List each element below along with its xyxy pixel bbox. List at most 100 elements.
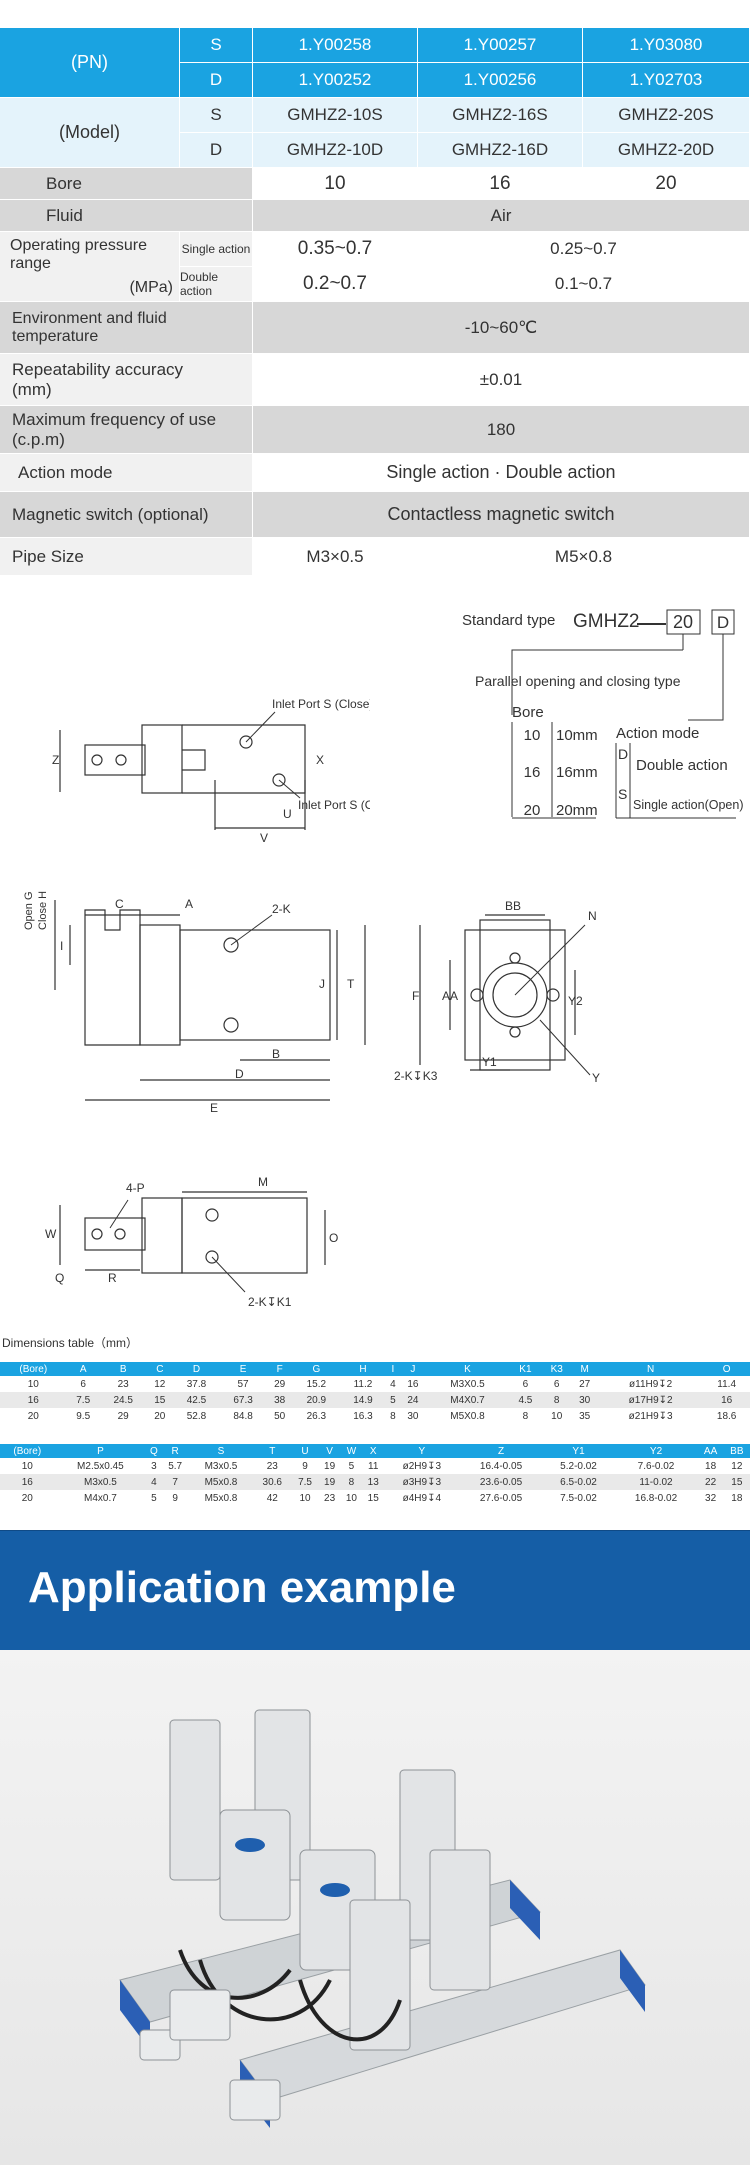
dims-cell: 38 [266,1392,294,1408]
standard-type-label: Standard type [462,612,555,629]
dims-cell: 16.8-0.02 [634,1492,678,1504]
front-hole-right [546,988,560,1002]
label-z: Z [52,753,59,767]
freq-unit: (c.p.m) [12,429,65,449]
bore-10: 10 [253,168,418,200]
dims-cell: ø4H9↧4 [402,1492,442,1504]
label-bb: BB [505,899,521,913]
dims-cell: 19 [324,1460,336,1472]
dims-cell: ø2H9↧3 [402,1460,442,1472]
dims-header-cell: W [340,1444,363,1458]
jaw-hole-2 [115,754,127,766]
dims-header-cell: N [598,1362,704,1376]
dims-title: Dimensions table（mm） [2,1336,139,1350]
env-label: Environment and fluid temperature [0,302,253,354]
dims-cell: M4X0.7 [426,1392,509,1408]
dims-cell: M3x0.5 [54,1474,147,1490]
dims-cell: 52.8 [186,1410,207,1422]
dims-header-cell: Y1 [542,1444,615,1458]
repeat-row: Repeatability accuracy (mm) ±0.01 [0,354,750,406]
dims-cell: 8 [390,1410,396,1422]
dims-cell: 20 [27,1410,39,1422]
bore-label: Bore [0,168,253,200]
action-label: Action mode [0,454,253,492]
dims-cell: 7.6-0.02 [637,1460,675,1472]
double-rest: 0.1~0.7 [418,267,750,302]
dims-cell: 15 [367,1492,379,1504]
pn-label: (PN) [0,28,180,98]
front-hole-left [470,988,484,1002]
dims-cell: 15.2 [306,1378,327,1390]
code-leaders [682,634,724,721]
k-hole-1 [223,937,239,953]
label-c: C [115,897,124,911]
pn-s-10: 1.Y00258 [253,28,418,63]
fluid-row: Fluid Air [0,200,750,232]
action-opt-s: S [618,786,627,802]
action-title: Action mode [616,725,699,742]
drawing-side-view: Open G Close H C A 2-K I J T B D E [23,891,366,1115]
dims-cell: 20.9 [293,1392,340,1408]
dims-header-cell: K3 [542,1362,572,1376]
leader-2k [230,914,273,946]
dims-cell: 9 [302,1460,308,1472]
single-action-label: Single action [180,232,253,267]
dims-cell: 7.5-0.02 [560,1492,597,1504]
model-d-10: GMHZ2-10D [253,133,418,168]
dims-header-cell: V [318,1444,341,1458]
fluid-label: Fluid [0,200,253,232]
dims-cell: 5.7 [168,1460,183,1472]
dims-cell: 30.6 [253,1474,292,1490]
label-f: F [412,989,419,1003]
pressure-unit: (MPa) [129,278,173,296]
label-r: R [108,1271,117,1285]
dims-cell: 7 [161,1474,189,1490]
dims-cell: M3X0.5 [450,1378,485,1390]
pn-d-20: 1.Y02703 [583,63,750,98]
dims-header-cell: J [399,1362,427,1376]
dims-cell: 13 [362,1474,385,1490]
dims-cell: 29 [117,1410,129,1422]
dims-header-cell: T [253,1444,292,1458]
dims-cell: 29 [274,1378,286,1390]
dims-cell: 15 [723,1474,750,1490]
label-o: O [329,1231,338,1245]
dims-cell: 9 [172,1492,178,1504]
dims-header-cell: G [293,1362,340,1376]
dims-cell: 26.3 [306,1410,327,1422]
k1-hole-2 [205,1250,219,1264]
dims-cell: 9.5 [76,1410,91,1422]
dims-cell: 5 [386,1392,400,1408]
label-t: T [347,977,355,991]
single-rest: 0.25~0.7 [418,232,750,267]
pn-s: S [180,28,253,63]
label-2k: 2-K [272,902,291,916]
dims-cell: 24 [399,1392,427,1408]
dims-cell: 30 [407,1410,419,1422]
application-title: Application example [28,1563,456,1612]
fittings [139,1989,281,2121]
dims-cell: 32 [705,1492,717,1504]
label-q: Q [55,1271,64,1285]
dims-cell: 37.8 [186,1378,207,1390]
dims-cell: 8 [542,1392,572,1408]
pipe-10: M3×0.5 [253,538,418,576]
dims-header-cell: Q [146,1444,162,1458]
port-open [272,773,286,787]
action-value: Single action · Double action [253,454,750,492]
pipe-row: Pipe Size M3×0.5 M5×0.8 [0,538,750,576]
dims-cell: 18.6 [716,1410,737,1422]
dims-header-cell: K [426,1362,509,1376]
spec-table: (PN) S 1.Y00258 1.Y00257 1.Y03080 D 1.Y0… [0,28,750,576]
leader-y [539,1019,591,1076]
dims-cell: M5x0.8 [188,1474,254,1490]
dims-cell: 57 [237,1378,249,1390]
pn-s-16: 1.Y00257 [418,28,583,63]
pn-d: D [180,63,253,98]
dims-cell: 10 [551,1410,563,1422]
dims-header-cell: AA [697,1444,724,1458]
dims-cell: 23.6-0.05 [459,1474,543,1490]
model-s-16: GMHZ2-16S [418,98,583,133]
